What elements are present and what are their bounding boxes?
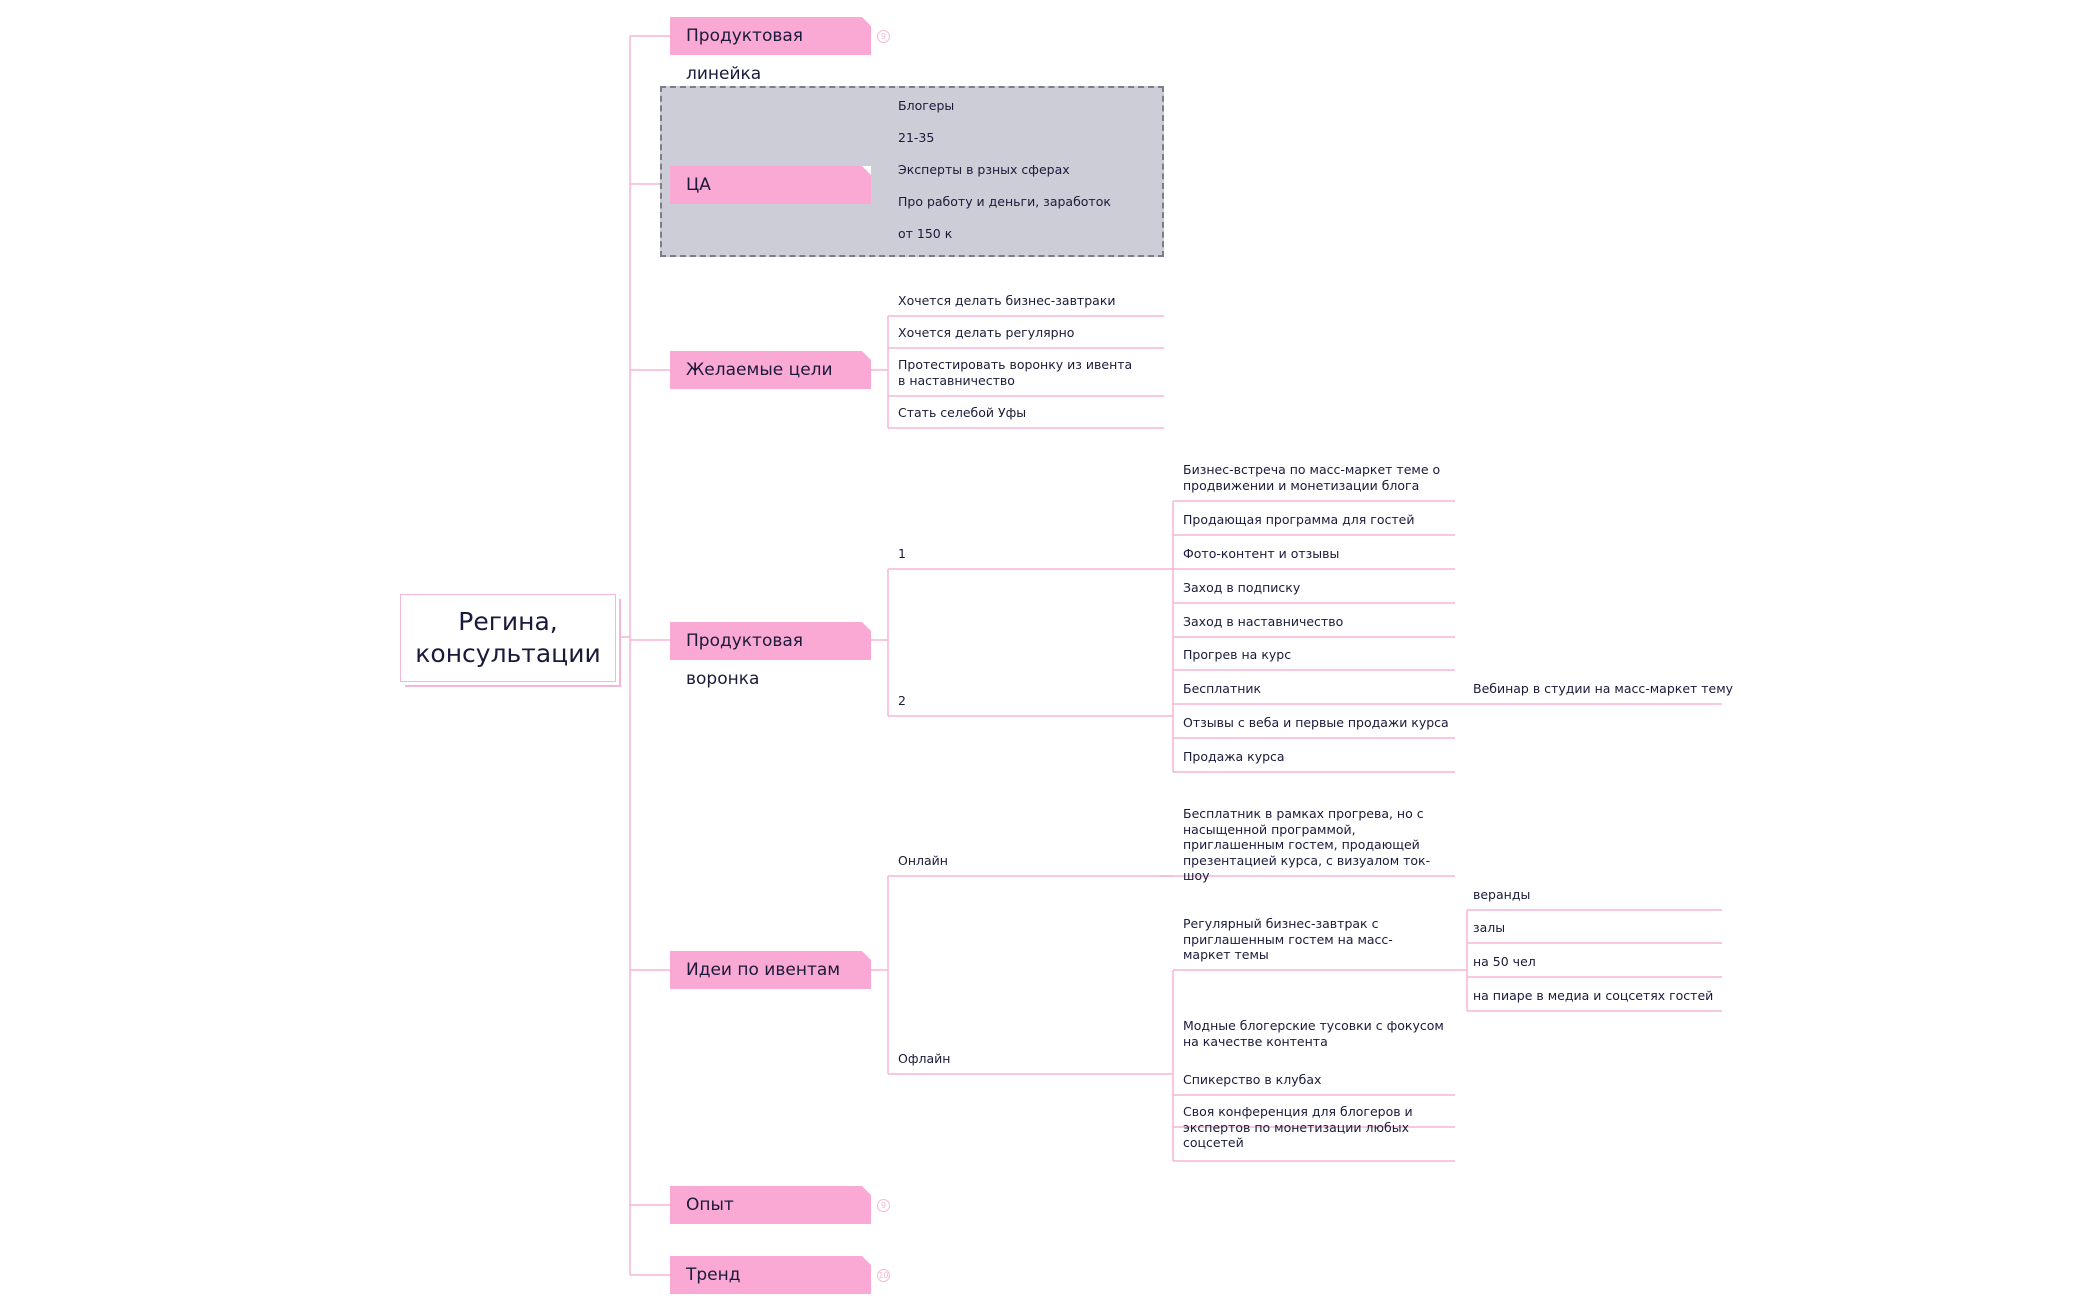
funnel-item[interactable]: Продающая программа для гостей (1183, 512, 1415, 527)
root-topic[interactable]: Регина, консультации (400, 594, 616, 682)
branch-label: Идеи по ивентам (686, 960, 841, 980)
funnel-item[interactable]: Прогрев на курс (1183, 647, 1292, 662)
idea-item[interactable]: Регулярный бизнес-завтрак с приглашенным… (1183, 916, 1393, 962)
fold-corner (862, 351, 871, 360)
ideas-offline[interactable]: Офлайн (898, 1051, 951, 1066)
fold-corner (862, 166, 871, 175)
collapse-badge[interactable]: 9 (877, 1199, 890, 1212)
funnel-item[interactable]: Бесплатник (1183, 681, 1262, 696)
ideas-online[interactable]: Онлайн (898, 853, 948, 868)
ca-item[interactable]: Эксперты в рзных сферах (898, 162, 1070, 177)
branch-label: ЦА (686, 175, 711, 195)
branch-ideas[interactable]: Идеи по ивентам (670, 951, 871, 989)
fold-corner (862, 951, 871, 960)
branch-goals[interactable]: Желаемые цели (670, 351, 871, 389)
funnel-item[interactable]: Продажа курса (1183, 749, 1285, 764)
goal-item[interactable]: Хочется делать бизнес-завтраки (898, 293, 1116, 308)
funnel-item[interactable]: Отзывы с веба и первые продажи курса (1183, 715, 1449, 730)
idea-subitem[interactable]: на 50 чел (1473, 954, 1536, 969)
idea-item[interactable]: Бесплатник в рамках прогрева, но с насыщ… (1183, 806, 1431, 883)
idea-subitem[interactable]: веранды (1473, 887, 1531, 902)
goal-item[interactable]: Протестировать воронку из ивента в наста… (898, 357, 1133, 388)
idea-item[interactable]: Своя конференция для блогеров и эксперто… (1183, 1104, 1413, 1150)
branch-funnel[interactable]: Продуктовая воронка (670, 622, 871, 689)
goal-item[interactable]: Стать селебой Уфы (898, 405, 1027, 420)
idea-subitem[interactable]: на пиаре в медиа и соцсетях гостей (1473, 988, 1714, 1003)
funnel-item[interactable]: Бизнес-встреча по масс-маркет теме о про… (1183, 462, 1441, 493)
idea-subitem[interactable]: залы (1473, 920, 1506, 935)
collapse-badge[interactable]: 10 (877, 1269, 890, 1282)
fold-corner (862, 1186, 871, 1195)
funnel-stage-2[interactable]: 2 (898, 693, 906, 708)
collapse-badge[interactable]: 9 (877, 30, 890, 43)
ca-item[interactable]: Про работу и деньги, заработок (898, 194, 1111, 209)
idea-item[interactable]: Спикерство в клубах (1183, 1072, 1322, 1087)
funnel-subitem[interactable]: Вебинар в студии на масс-маркет тему (1473, 681, 1734, 696)
branch-label: Тренд (686, 1265, 741, 1285)
ca-item[interactable]: от 150 к (898, 226, 953, 241)
branch-label: Продуктовая воронка (686, 631, 804, 689)
fold-corner (862, 622, 871, 631)
ca-item[interactable]: Блогеры (898, 98, 955, 113)
branch-label: Продуктовая линейка (686, 26, 804, 84)
branch-label: Желаемые цели (686, 360, 833, 380)
branch-ca[interactable]: ЦА (670, 166, 871, 204)
goal-item[interactable]: Хочется делать регулярно (898, 325, 1075, 340)
branch-label: Опыт (686, 1195, 734, 1215)
branch-experience[interactable]: Опыт (670, 1186, 871, 1224)
ca-item[interactable]: 21-35 (898, 130, 935, 145)
funnel-item[interactable]: Фото-контент и отзывы (1183, 546, 1340, 561)
funnel-item[interactable]: Заход в подписку (1183, 580, 1301, 595)
fold-corner (862, 17, 871, 26)
idea-item[interactable]: Модные блогерские тусовки с фокусом на к… (1183, 1018, 1444, 1049)
root-title-line1: Регина, (458, 607, 558, 636)
root-title-line2: консультации (415, 639, 601, 668)
fold-corner (862, 1256, 871, 1265)
branch-trend[interactable]: Тренд (670, 1256, 871, 1294)
funnel-stage-1[interactable]: 1 (898, 546, 906, 561)
funnel-item[interactable]: Заход в наставничество (1183, 614, 1344, 629)
branch-product-line[interactable]: Продуктовая линейка (670, 17, 871, 84)
